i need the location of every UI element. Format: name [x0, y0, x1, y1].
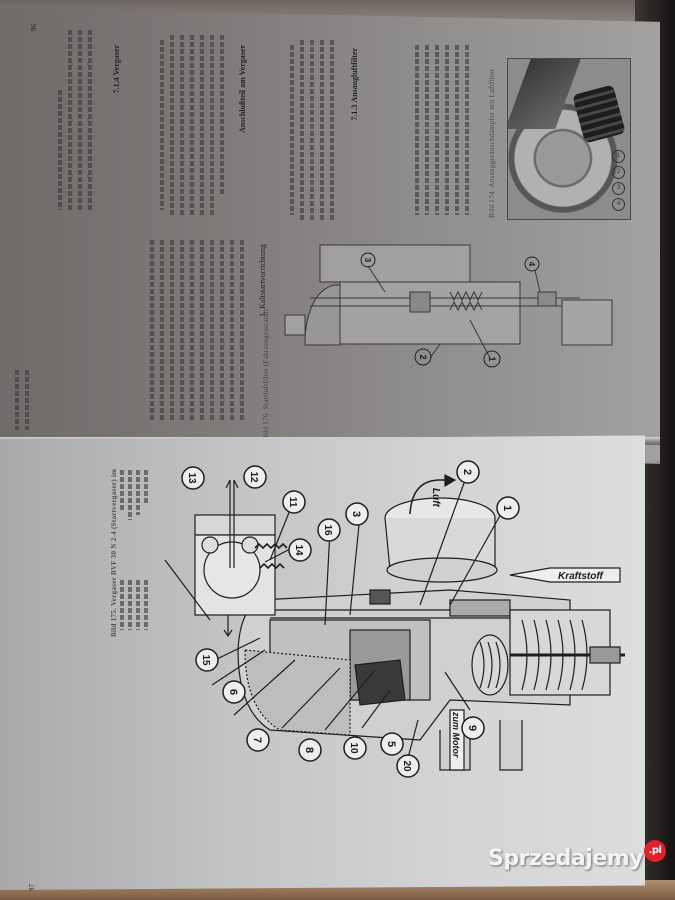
callout-3: 3	[345, 502, 369, 526]
svg-text:10: 10	[348, 742, 359, 754]
engine-photo	[507, 58, 631, 220]
callout-6: 6	[222, 680, 246, 704]
svg-text:9: 9	[466, 725, 478, 731]
watermark-tld-badge: .pl	[644, 840, 666, 862]
label-luft: Luft	[430, 488, 441, 508]
callout-1: 1	[496, 496, 520, 520]
svg-text:20: 20	[401, 760, 412, 772]
callout-8: 8	[298, 738, 322, 762]
svg-text:8: 8	[303, 747, 315, 753]
svg-text:13: 13	[186, 472, 197, 484]
callout-12: 12	[243, 465, 267, 489]
heading-anschlussteil: Anschlußteil am Vergaser	[238, 45, 247, 133]
svg-text:15: 15	[200, 654, 211, 666]
top-figure-labels: 3 4 2 1	[360, 252, 540, 368]
top-label-3: 3	[363, 258, 372, 263]
page-number-top: 96	[30, 24, 38, 31]
callout-2: 2	[456, 460, 480, 484]
heading-section-7-1-4: 7.1.4 Vergaser	[112, 45, 121, 94]
callout-5: 5	[380, 732, 404, 756]
svg-text:3: 3	[350, 511, 362, 517]
callout-14: 14	[288, 538, 312, 562]
svg-text:6: 6	[227, 689, 239, 695]
photo-caption: Bild 174. Ansauggeräuschdämpfer mit Luft…	[488, 68, 496, 218]
engine-part	[508, 59, 581, 129]
callout-20: 20	[396, 754, 420, 778]
top-label-1: 1	[487, 356, 497, 361]
figure-caption-bottom: Bild 175. Vergaser BVF 30 N 2-4 (Startve…	[110, 468, 120, 637]
intake-bellows	[572, 84, 626, 144]
sprzedajemy-watermark: Sprzedajemy.pl	[488, 840, 666, 874]
svg-text:7: 7	[251, 737, 263, 743]
label-kraftstoff: Kraftstoff	[558, 571, 604, 582]
svg-text:14: 14	[293, 544, 304, 556]
svg-text:5: 5	[385, 741, 397, 747]
callout-7: 7	[246, 728, 270, 752]
callout-9: 9	[461, 716, 485, 740]
callout-10: 10	[343, 736, 367, 760]
svg-text:2: 2	[461, 469, 473, 475]
watermark-brand: Sprzedajemy	[488, 846, 644, 871]
bottom-figure-labels: 1 2 3 16 11 12 13 14 15 6 7 8 10 5 20 9	[181, 460, 520, 778]
callout-15: 15	[195, 648, 219, 672]
top-label-2: 2	[418, 354, 428, 359]
heading-section-7-1-3: 7.1.3 Ansaugluftfilter	[350, 48, 359, 121]
top-label-4: 4	[527, 262, 536, 267]
callout-16: 16	[317, 518, 341, 542]
callout-13: 13	[181, 466, 205, 490]
svg-text:1: 1	[501, 505, 513, 511]
svg-text:16: 16	[322, 524, 333, 536]
carburetor-cross-section-diagram: 1 2 3 16 11 12 13 14 15 6 7 8 10 5 20 9 …	[164, 460, 625, 778]
svg-text:11: 11	[287, 497, 298, 508]
figure-caption-top: Bild 176. Startluftfilter (Fahrzeugzusta…	[262, 308, 270, 440]
svg-text:12: 12	[248, 471, 259, 483]
callout-11: 11	[282, 490, 306, 514]
carburetor-diagram-top: 3 4 2 1	[284, 244, 613, 368]
page-number-bottom: 97	[28, 884, 36, 891]
label-zum-motor: zum Motor	[451, 711, 461, 758]
